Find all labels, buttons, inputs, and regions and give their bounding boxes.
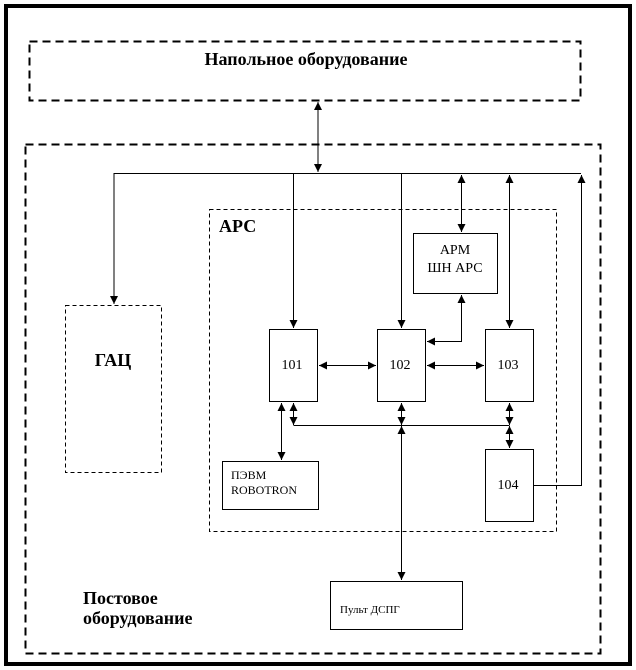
post-equipment-box	[24, 143, 602, 655]
link-104-bus	[534, 175, 586, 486]
pevm-label-line2: ROBOTRON	[231, 483, 297, 497]
post-equipment-label-line2: оборудование	[83, 608, 193, 628]
pevm-label-line1: ПЭВМ	[231, 468, 267, 482]
arm-label-line2: ШН АРС	[427, 261, 482, 276]
block-102-label: 102	[390, 358, 411, 373]
outer-frame	[4, 4, 632, 666]
floor-equipment-box	[28, 40, 582, 102]
arc-group-label: АРС	[219, 216, 256, 236]
link-arm-102	[427, 295, 466, 346]
block-103-label: 103	[498, 358, 519, 373]
block-103	[485, 329, 534, 402]
arm-label-line1: АРМ	[440, 243, 471, 258]
floor-equipment-label: Напольное оборудование	[205, 49, 408, 69]
block-104	[485, 449, 534, 522]
connections	[110, 102, 586, 580]
gac-box	[65, 305, 162, 473]
pult-box	[330, 581, 463, 630]
block-101	[269, 329, 318, 402]
block-101-label: 101	[282, 358, 303, 373]
block-102	[377, 329, 426, 402]
post-equipment-label-line1: Постовое	[83, 588, 158, 608]
arm-box	[413, 233, 498, 294]
arc-group-box	[209, 209, 557, 532]
block-104-label: 104	[498, 478, 519, 493]
gac-label: ГАЦ	[95, 350, 132, 370]
pult-label: Пульт ДСПГ	[340, 604, 400, 616]
pevm-box	[222, 461, 319, 510]
